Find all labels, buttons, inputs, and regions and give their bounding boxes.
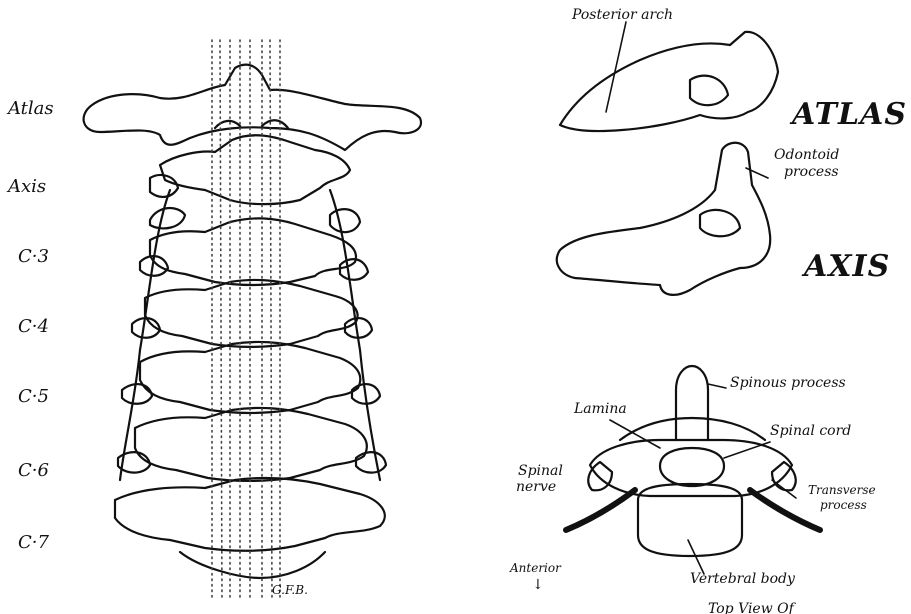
label-c5: C·5 — [18, 388, 49, 406]
label-c6: C·6 — [18, 462, 49, 480]
label-axis: Axis — [8, 178, 46, 196]
label-nerve: nerve — [516, 480, 556, 494]
label-odontoid-process: process — [784, 165, 839, 179]
cervical-spine-drawing — [84, 65, 421, 578]
caption-top-view: Top View Of — [708, 602, 794, 614]
c3-vertebra — [150, 218, 356, 285]
label-c3: C·3 — [18, 248, 49, 266]
label-odontoid: Odontoid — [774, 148, 839, 162]
atlas-side-drawing — [560, 32, 778, 131]
anterior-arrow: ↓ — [532, 578, 544, 592]
label-lamina: Lamina — [574, 402, 627, 416]
title-axis: AXIS — [804, 252, 890, 282]
label-anterior: Anterior — [510, 562, 561, 574]
axis-side-drawing — [557, 143, 770, 295]
label-c7: C·7 — [18, 534, 49, 552]
label-transverse-process: process — [820, 499, 867, 511]
c6-vertebra — [135, 408, 367, 481]
axis-vertebra — [160, 135, 350, 204]
c4-vertebra — [145, 280, 358, 347]
spinal-column-stipple — [212, 40, 280, 600]
left-nerve — [566, 490, 635, 530]
label-spinal: Spinal — [518, 464, 563, 478]
label-spinous-process: Spinous process — [730, 376, 846, 390]
label-c4: C·4 — [18, 318, 49, 336]
label-vertebral-body: Vertebral body — [690, 572, 795, 586]
label-posterior-arch: Posterior arch — [572, 8, 673, 22]
atlas-vertebra — [84, 65, 421, 150]
label-atlas: Atlas — [8, 100, 54, 118]
label-spinal-cord: Spinal cord — [770, 424, 851, 438]
label-transverse: Transverse — [808, 484, 876, 496]
spinal-cord-oval — [660, 448, 724, 486]
artist-initials: G.F.B. — [272, 584, 308, 596]
title-atlas: ATLAS — [792, 100, 907, 130]
vertebra-top-view-drawing — [566, 366, 820, 556]
